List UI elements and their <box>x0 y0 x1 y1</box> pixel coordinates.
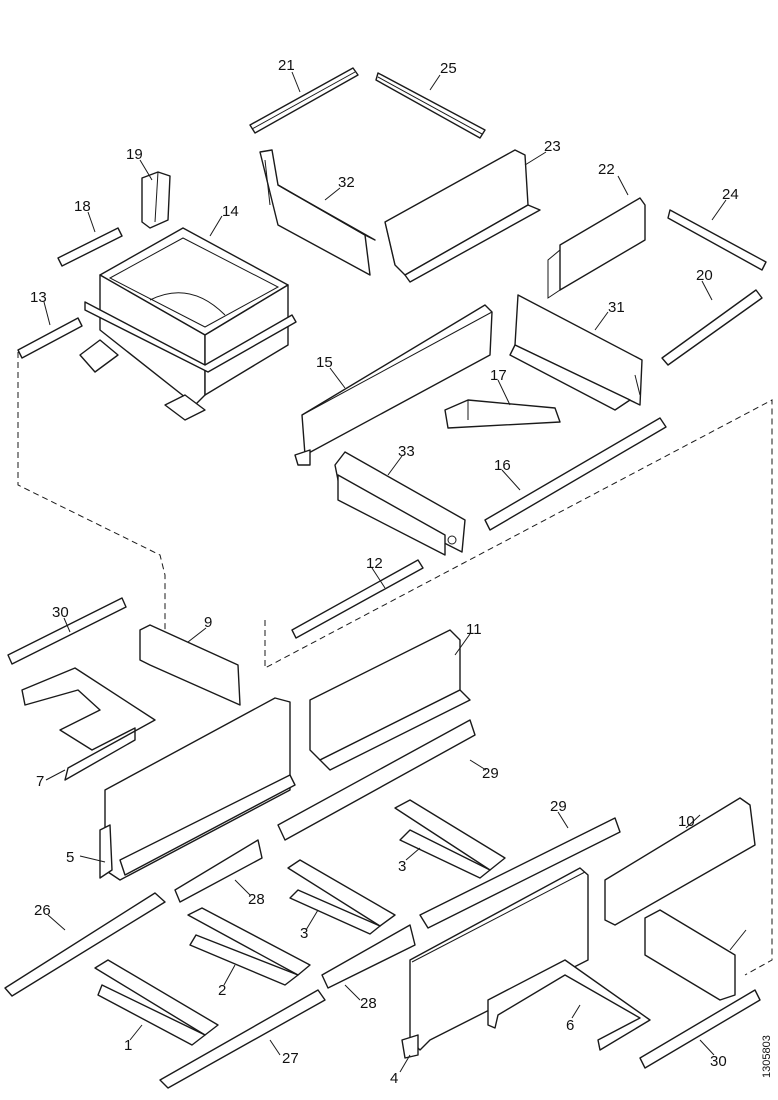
part-22-bracket <box>547 197 646 299</box>
callout-24: 24 <box>722 186 739 203</box>
part-20-rail <box>661 289 763 366</box>
callout-25: 25 <box>440 60 457 77</box>
part-2-crossmember <box>187 907 311 986</box>
callout-30-lower: 30 <box>710 1053 727 1070</box>
part-5-rail <box>99 697 296 881</box>
part-32-panel <box>259 149 376 276</box>
callout-28-lower: 28 <box>360 995 377 1012</box>
callout-3-lower: 3 <box>300 925 308 942</box>
part-13-rail <box>17 317 83 359</box>
part-3-crossmember-b <box>287 859 396 935</box>
part-9-panel <box>139 624 241 706</box>
callout-9: 9 <box>204 614 212 631</box>
callout-21: 21 <box>278 57 295 74</box>
part-8-bracket <box>644 909 736 1001</box>
part-28-rail-lower <box>321 924 416 989</box>
callout-27: 27 <box>282 1050 299 1067</box>
document-id: 1305803 <box>761 1035 773 1078</box>
callout-22: 22 <box>598 161 615 178</box>
part-28-rail-upper <box>174 839 263 903</box>
part-29-rail-upper <box>277 719 476 841</box>
part-30-rail-lower <box>639 989 761 1069</box>
part-30-rail-upper <box>7 597 127 665</box>
callout-19: 19 <box>126 146 143 163</box>
part-26-rail <box>4 892 166 997</box>
callout-14: 14 <box>222 203 239 220</box>
callout-11: 11 <box>466 621 482 638</box>
alignment-dashed-lines <box>17 352 773 976</box>
callout-33: 33 <box>398 443 415 460</box>
part-19-bracket <box>141 171 171 229</box>
part-23-channel <box>384 149 541 283</box>
part-10-panel <box>604 797 756 926</box>
callout-6: 6 <box>566 1017 574 1034</box>
part-29-rail-lower <box>419 817 621 929</box>
part-14-box <box>79 227 297 421</box>
part-21-rail <box>249 67 359 134</box>
callout-16: 16 <box>494 457 511 474</box>
callout-26: 26 <box>34 902 51 919</box>
callout-28-upper: 28 <box>248 891 265 908</box>
part-12-rail <box>291 559 424 639</box>
part-6-frame <box>487 959 651 1051</box>
callout-5: 5 <box>66 849 74 866</box>
part-17-bracket <box>444 399 561 429</box>
part-7-frame <box>21 667 156 781</box>
part-33-channel <box>334 451 466 556</box>
callout-4: 4 <box>390 1070 398 1087</box>
callout-29-upper: 29 <box>482 765 499 782</box>
part-1-crossmember <box>94 959 219 1046</box>
callout-12: 12 <box>366 555 383 572</box>
part-18-rail <box>57 227 123 267</box>
part-24-rail <box>667 209 767 271</box>
callout-1: 1 <box>124 1037 132 1054</box>
callout-3-upper: 3 <box>398 858 406 875</box>
callout-13: 13 <box>30 289 47 306</box>
callout-2: 2 <box>218 982 226 999</box>
part-27-rail <box>159 989 326 1089</box>
callout-labels: 21 25 23 32 19 18 14 13 22 24 20 31 15 1… <box>30 57 739 1087</box>
leader-lines <box>43 71 747 1073</box>
part-15-rail <box>294 304 493 466</box>
callout-29-lower: 29 <box>550 798 567 815</box>
part-31-panel <box>509 294 643 411</box>
part-25-rail <box>375 72 486 139</box>
callout-15: 15 <box>316 354 333 371</box>
callout-31: 31 <box>608 299 625 316</box>
part-11-channel <box>309 629 471 771</box>
callout-23: 23 <box>544 138 561 155</box>
callout-18: 18 <box>74 198 91 215</box>
callout-30-upper: 30 <box>52 604 69 621</box>
callout-7: 7 <box>36 773 44 790</box>
callout-32: 32 <box>338 174 355 191</box>
callout-17: 17 <box>490 367 507 384</box>
callout-20: 20 <box>696 267 713 284</box>
part-16-rail <box>484 417 667 531</box>
part-3-crossmember-a <box>394 799 506 879</box>
callout-10: 10 <box>678 813 695 830</box>
